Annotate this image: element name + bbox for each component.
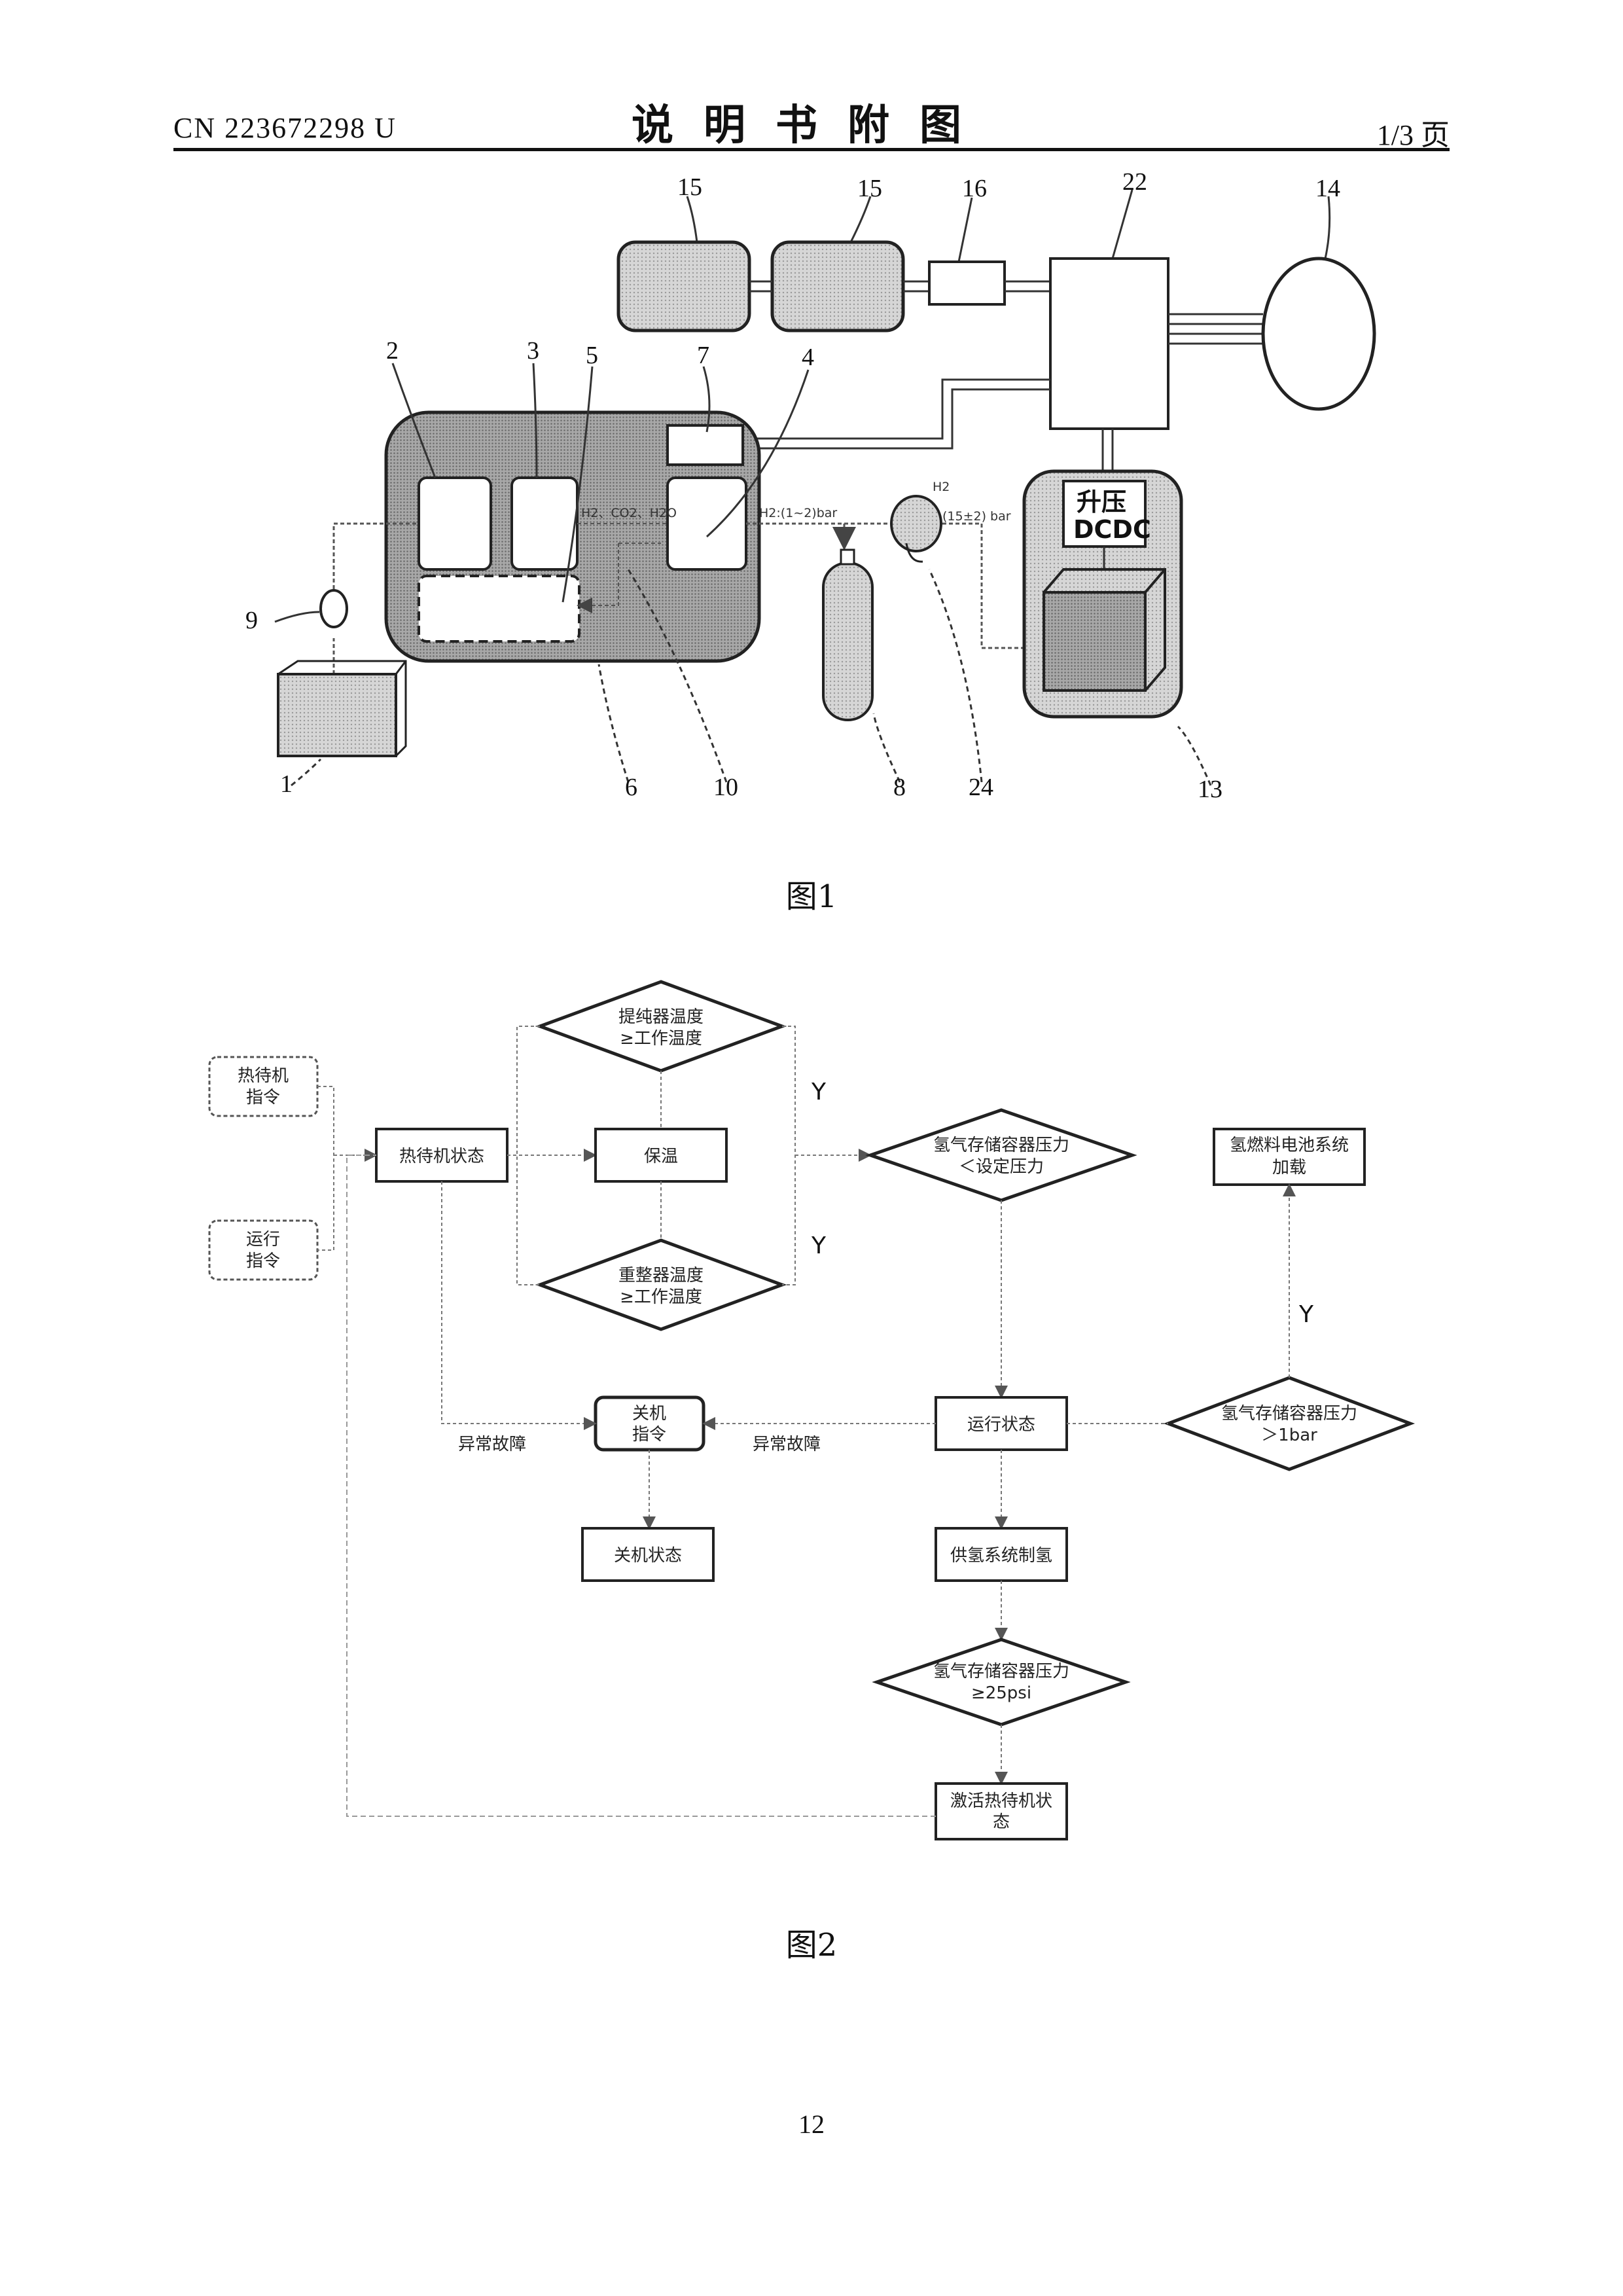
- h2-pressure-above-1bar-decision: [1168, 1378, 1410, 1469]
- activate-hot-standby-l1: 激活热待机状: [950, 1791, 1052, 1811]
- h2-pressure-25psi-l2: ≥25psi: [971, 1683, 1031, 1703]
- h2-pressure-25psi-decision: [877, 1640, 1126, 1725]
- reformer-temp-l1: 重整器温度: [618, 1266, 704, 1285]
- shutdown-state-text: 关机状态: [614, 1546, 682, 1566]
- purifier-temp-l1: 提纯器温度: [618, 1007, 704, 1027]
- fuel-cell-load-l1: 氢燃料电池系统: [1230, 1136, 1349, 1155]
- h2-pressure-below-l1: 氢气存储容器压力: [933, 1136, 1069, 1155]
- run-state-text: 运行状态: [967, 1415, 1035, 1435]
- activate-hot-standby-l2: 态: [993, 1812, 1010, 1832]
- run-command-l2: 指令: [246, 1251, 280, 1271]
- run-command-l1: 运行: [246, 1230, 280, 1249]
- yes-label-1: Y: [811, 1079, 827, 1105]
- yes-label-2: Y: [811, 1232, 827, 1259]
- yes-label-3: Y: [1298, 1301, 1314, 1328]
- hot-standby-command-l1: 热待机: [238, 1066, 289, 1086]
- hot-standby-state-text: 热待机状态: [399, 1147, 484, 1166]
- h2-pressure-1bar-l1: 氢气存储容器压力: [1221, 1404, 1357, 1424]
- hydrogen-production-text: 供氢系统制氢: [950, 1546, 1052, 1566]
- hot-standby-command-l2: 指令: [246, 1088, 280, 1107]
- page-number: 12: [0, 2109, 1623, 2140]
- fault-label-left: 异常故障: [458, 1435, 526, 1454]
- fault-label-right: 异常故障: [753, 1435, 821, 1454]
- reformer-temp-l2: ≥工作温度: [620, 1287, 702, 1307]
- keep-warm-text: 保温: [644, 1147, 678, 1166]
- figure2-caption: 图2: [0, 1919, 1623, 1965]
- h2-pressure-below-l2: ＜设定压力: [959, 1157, 1044, 1177]
- shutdown-command-l1: 关机: [632, 1404, 666, 1424]
- h2-pressure-25psi-l1: 氢气存储容器压力: [933, 1662, 1069, 1681]
- h2-pressure-1bar-l2: ＞1bar: [1261, 1426, 1317, 1445]
- fuel-cell-load-l2: 加载: [1272, 1158, 1306, 1177]
- h2-pressure-below-set-decision: [870, 1110, 1132, 1200]
- purifier-temp-l2: ≥工作温度: [620, 1029, 702, 1049]
- shutdown-command-l2: 指令: [632, 1425, 666, 1444]
